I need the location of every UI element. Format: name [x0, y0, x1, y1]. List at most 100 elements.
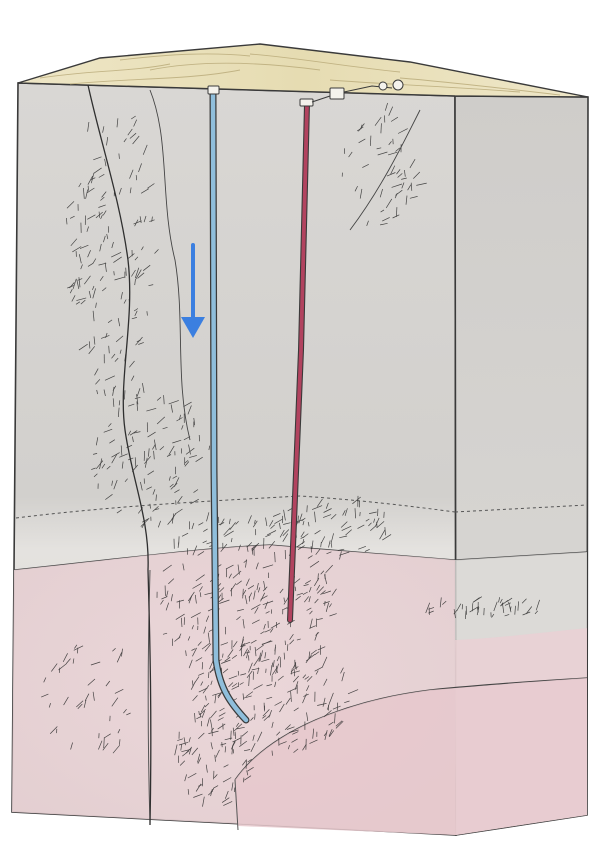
fracture-stroke	[83, 699, 87, 708]
fracture-stroke	[137, 272, 145, 279]
fracture-stroke	[315, 548, 321, 555]
fracture-stroke	[114, 688, 124, 694]
fracture-stroke	[289, 639, 295, 645]
fracture-stroke	[305, 654, 312, 664]
fracture-stroke	[274, 701, 283, 706]
fracture-stroke	[111, 251, 122, 258]
fracture-stroke	[244, 775, 252, 781]
fracture-stroke	[316, 618, 323, 621]
fracture-stroke	[98, 173, 105, 178]
fracture-stroke	[138, 342, 144, 345]
fracture-stroke	[327, 701, 331, 710]
fracture-stroke	[296, 541, 305, 548]
fracture-stroke	[279, 529, 285, 538]
fracture-stroke	[262, 564, 274, 569]
fracture-stroke	[302, 591, 308, 595]
fracture-stroke	[156, 416, 166, 425]
fracture-stroke	[174, 489, 180, 494]
fracture-stroke	[93, 167, 102, 174]
fracture-stroke	[201, 710, 206, 718]
fracture-stroke	[220, 743, 227, 746]
fracture-stroke	[121, 461, 124, 469]
fracture-stroke	[154, 249, 159, 254]
fracture-stroke	[521, 598, 527, 604]
fracture-stroke	[259, 654, 262, 662]
fracture-stroke	[188, 444, 191, 455]
fracture-stroke	[202, 796, 205, 807]
fracture-stroke	[254, 713, 256, 720]
fracture-stroke	[368, 522, 372, 527]
fracture-stroke	[308, 596, 311, 603]
fracture-stroke	[405, 195, 408, 205]
fracture-stroke	[159, 446, 165, 451]
fracture-stroke	[195, 657, 203, 662]
fracture-stroke	[166, 454, 172, 457]
fracture-stroke	[373, 518, 376, 523]
fracture-stroke	[98, 262, 107, 266]
fracture-stroke	[112, 648, 116, 652]
fracture-stroke	[260, 595, 268, 600]
fracture-stroke	[105, 680, 111, 687]
fracture-stroke	[263, 623, 266, 630]
fracture-stroke	[315, 670, 319, 675]
fracture-stroke	[131, 269, 136, 277]
fracture-stroke	[41, 693, 49, 698]
fracture-stroke	[99, 276, 104, 281]
fracture-stroke	[88, 290, 92, 298]
fracture-stroke	[92, 285, 95, 291]
fracture-stroke	[283, 652, 285, 660]
fracture-stroke	[76, 700, 84, 708]
fracture-stroke	[172, 439, 182, 444]
fracture-stroke	[341, 671, 345, 682]
fracture-stroke	[70, 742, 73, 750]
fracture-stroke	[119, 349, 122, 354]
fracture-stroke	[99, 243, 102, 252]
fracture-stroke	[180, 617, 183, 628]
fracture-stroke	[218, 712, 226, 717]
fracture-stroke	[177, 541, 180, 548]
fracture-stroke	[260, 631, 265, 635]
fracture-stroke	[228, 682, 234, 688]
fracture-stroke	[380, 123, 382, 134]
fracture-stroke	[380, 222, 388, 226]
fracture-stroke	[247, 585, 255, 590]
fracture-stroke	[199, 713, 202, 718]
fracture-stroke	[302, 693, 307, 704]
fracture-stroke	[79, 244, 89, 249]
fracture-stroke	[77, 703, 83, 710]
fracture-stroke	[236, 580, 242, 586]
fracture-stroke	[305, 580, 311, 585]
fracture-stroke	[224, 746, 227, 753]
fracture-stroke	[314, 651, 320, 656]
fracture-stroke	[148, 448, 150, 457]
fracture-stroke	[195, 574, 205, 582]
fracture-stroke	[397, 173, 403, 178]
flow-direction-arrow	[181, 243, 205, 338]
fracture-stroke	[290, 666, 299, 672]
fracture-stroke	[328, 540, 331, 548]
fracture-stroke	[246, 670, 253, 679]
fracture-stroke	[88, 341, 91, 349]
fracture-stroke	[77, 278, 83, 281]
fracture-stroke	[232, 641, 238, 648]
fracture-stroke	[297, 515, 299, 523]
fracture-stroke	[224, 656, 231, 662]
fracture-stroke	[316, 498, 323, 507]
fracture-stroke	[287, 687, 298, 693]
fracture-stroke	[285, 697, 291, 705]
fracture-stroke	[135, 336, 143, 346]
fracture-stroke	[320, 542, 322, 548]
fracture-stroke	[160, 599, 164, 605]
fracture-stroke	[208, 730, 219, 734]
fracture-stroke	[219, 587, 225, 593]
fracture-stroke	[329, 730, 335, 738]
fracture-stroke	[210, 680, 213, 686]
fracture-stroke	[217, 717, 224, 721]
fracture-stroke	[197, 551, 205, 556]
fracture-stroke	[283, 522, 291, 525]
fracture-stroke	[112, 386, 115, 396]
fracture-stroke	[104, 375, 115, 381]
fracture-stroke	[265, 517, 268, 527]
secondary-crack	[149, 89, 191, 441]
fracture-stroke	[146, 486, 152, 490]
